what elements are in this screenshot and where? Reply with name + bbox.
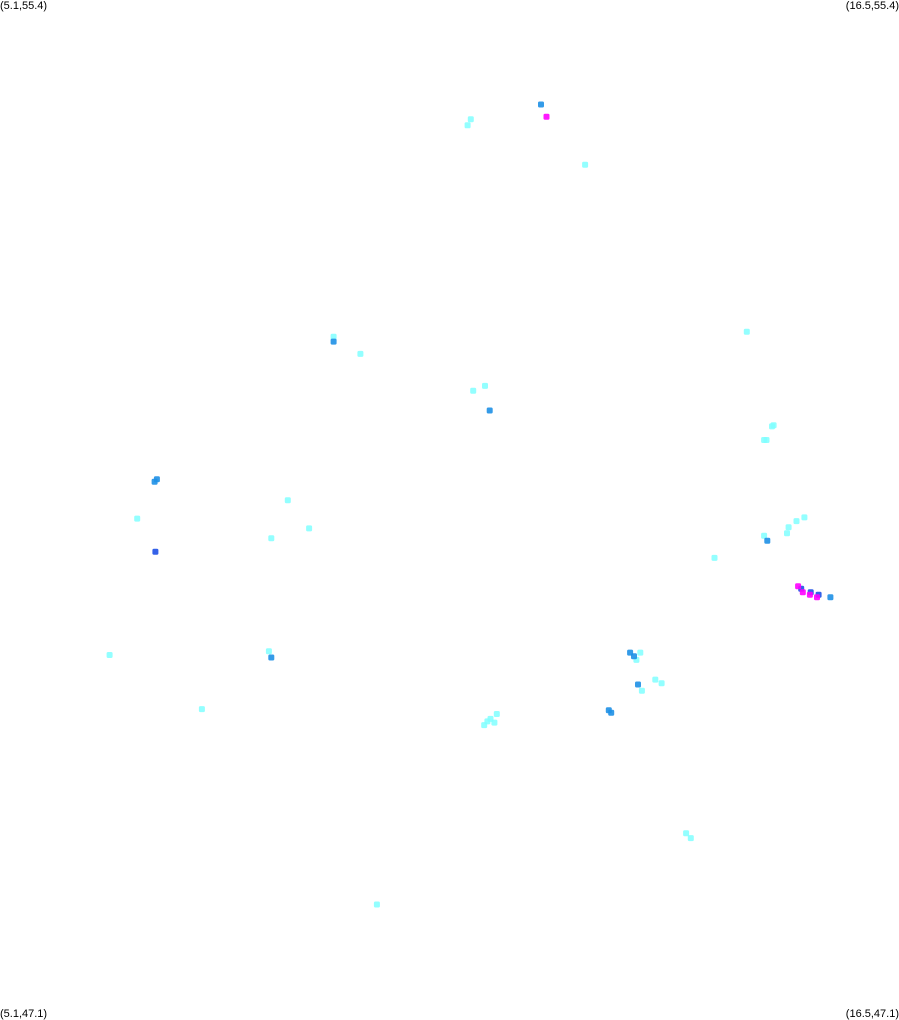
map-point [265,648,272,655]
map-point [486,407,493,414]
map-point [151,478,158,485]
map-point [152,548,159,555]
map-point [268,535,275,542]
map-point [799,589,806,596]
map-point [658,680,665,687]
map-point [793,518,800,525]
map-point [330,338,337,345]
map-point [608,709,615,716]
map-point [543,113,550,120]
map-point [806,591,813,598]
map-point [652,676,659,683]
map-point [637,649,644,656]
map-point [814,594,820,601]
map-point [638,687,645,694]
map-point [481,722,488,729]
map-point [769,423,775,430]
map-point [268,654,275,661]
map-point [464,122,471,129]
map-point [711,554,718,561]
map-point [330,333,337,340]
map-point [631,653,637,660]
map-point [743,328,750,335]
map-point [635,681,641,688]
map-point [373,901,380,908]
map-point [538,101,544,108]
map-point [491,719,498,726]
map-point [357,350,364,357]
map-point [785,524,792,531]
map-point [470,387,477,394]
map-point [582,161,589,168]
map-point [493,711,500,717]
map-point [106,652,113,658]
map-point [763,437,770,443]
map-point [764,537,771,544]
map-point [134,515,141,522]
map-point [795,583,802,590]
map-point [827,594,834,601]
map-point [467,116,474,123]
map-point [284,497,291,504]
corner-label-bottom-left: (5.1,47.1) [0,1008,48,1020]
map-point [784,530,790,537]
corner-label-top-left: (5.1,55.4) [0,0,48,12]
map-point [198,706,205,713]
map-point [683,830,690,837]
corner-label-top-right: (16.5,55.4) [845,0,899,12]
map-point [801,514,808,521]
map-point [761,532,768,539]
map-point [687,835,694,842]
map-point [482,382,488,389]
map-point [306,525,313,532]
corner-label-bottom-right: (16.5,47.1) [845,1008,899,1020]
